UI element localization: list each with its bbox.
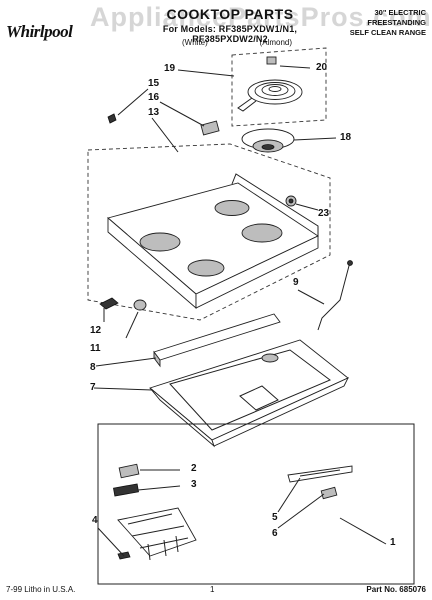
bracket-part xyxy=(99,297,119,310)
callout-1: 1 xyxy=(390,537,396,548)
callout-18: 18 xyxy=(340,132,352,143)
callout-11: 11 xyxy=(90,343,101,354)
callout-15: 15 xyxy=(148,78,160,89)
range-line-3: SELF CLEAN RANGE xyxy=(349,28,426,37)
callout-5: 5 xyxy=(272,512,278,523)
color-variants: (White) (Almond) xyxy=(182,38,292,47)
cooktop-part xyxy=(107,173,319,309)
range-line-2: FREESTANDING xyxy=(367,18,426,27)
drip-bowl-part xyxy=(241,128,295,153)
callout-8: 8 xyxy=(90,362,96,373)
callout-12: 12 xyxy=(90,325,102,336)
callout-19: 19 xyxy=(164,63,176,74)
callout-2: 2 xyxy=(191,463,197,474)
hinge-pin-part xyxy=(285,195,297,207)
switch-box xyxy=(97,423,415,585)
callout-3: 3 xyxy=(191,479,197,490)
spacer-part xyxy=(133,299,147,311)
surface-element-part xyxy=(237,56,303,112)
color-white: (White) xyxy=(182,38,208,47)
litho-note: 7-99 Litho in U.S.A. xyxy=(6,585,76,594)
brand-logo: Whirlpool xyxy=(6,22,73,41)
page-title: COOKTOP PARTS xyxy=(166,6,294,22)
callout-13: 13 xyxy=(148,107,160,118)
range-description: 30" ELECTRIC FREESTANDING SELF CLEAN RAN… xyxy=(316,8,426,38)
callout-16: 16 xyxy=(148,92,160,103)
color-almond: (Almond) xyxy=(259,38,292,47)
part-number: Part No. 685076 xyxy=(366,585,426,594)
callout-23: 23 xyxy=(318,208,330,219)
rod-part xyxy=(317,261,351,331)
switch-parts xyxy=(113,463,353,561)
receptacle-part xyxy=(200,120,220,136)
callout-9: 9 xyxy=(293,277,299,288)
cooktop-box xyxy=(87,143,331,321)
page-number: 1 xyxy=(210,585,215,594)
callout-6: 6 xyxy=(272,528,278,539)
clip-part xyxy=(107,113,117,124)
channel-end xyxy=(153,350,161,368)
burner-box-part xyxy=(149,339,349,448)
range-line-1: 30" ELECTRIC xyxy=(374,8,426,17)
rod-end xyxy=(347,260,353,266)
callout-7: 7 xyxy=(90,382,96,393)
watermark: AppliancePartsPros.com xyxy=(90,2,432,32)
model-numbers: For Models: RF385PXDW1/N1, RF385PXDW2/N2 xyxy=(162,24,298,44)
leader-lines xyxy=(93,65,387,557)
callout-20: 20 xyxy=(316,62,328,73)
callout-4: 4 xyxy=(92,515,98,526)
